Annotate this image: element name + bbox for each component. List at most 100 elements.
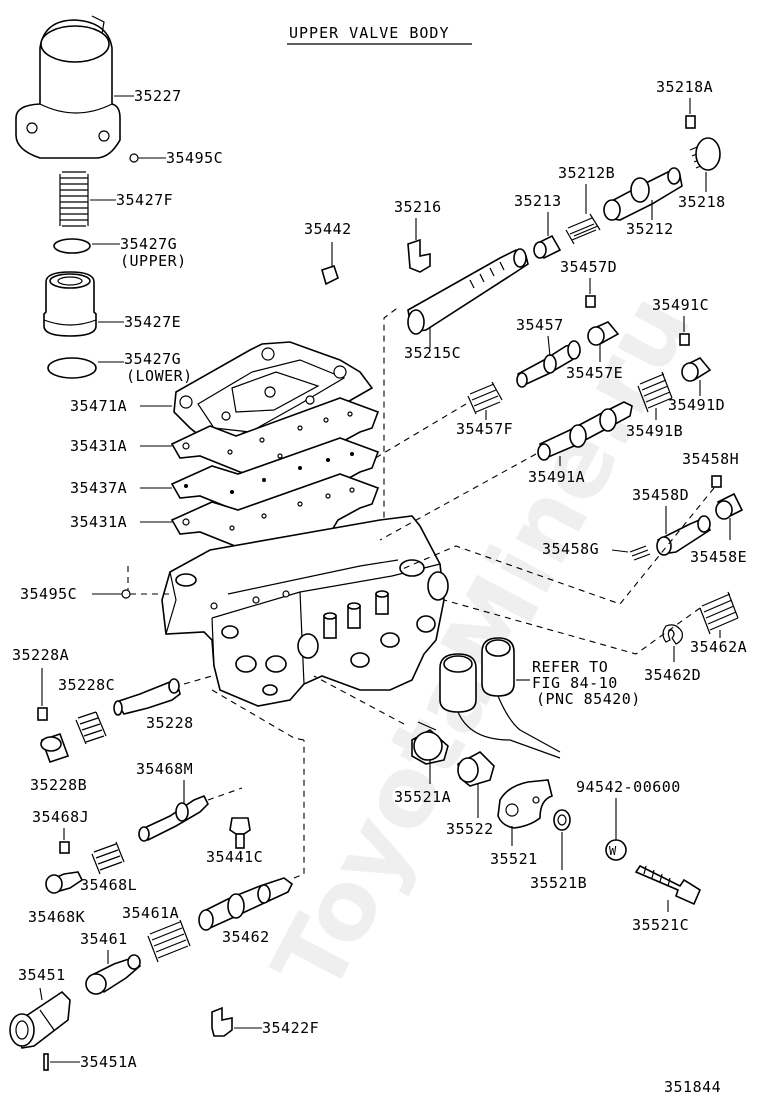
label-35458h: 35458H bbox=[682, 450, 739, 468]
part-35431a-plate-2-drawing bbox=[170, 473, 380, 553]
part-35228b-drawing bbox=[40, 732, 70, 764]
part-35458h-drawing bbox=[711, 475, 722, 488]
label-35228: 35228 bbox=[146, 714, 194, 732]
label-35462a: 35462A bbox=[690, 638, 747, 656]
label-35522: 35522 bbox=[446, 820, 494, 838]
label-35462d: 35462D bbox=[644, 666, 701, 684]
label-35437a: 35437A bbox=[70, 479, 127, 497]
label-35212: 35212 bbox=[626, 220, 674, 238]
label-35427g-lower-note: (LOWER) bbox=[126, 367, 193, 385]
part-35458e-drawing bbox=[715, 492, 744, 520]
part-35458g-spring-drawing bbox=[629, 545, 651, 561]
part-35468j-drawing bbox=[59, 841, 70, 854]
guide-line-457f bbox=[371, 403, 467, 461]
label-35471a: 35471A bbox=[70, 397, 127, 415]
part-35228a-drawing bbox=[37, 707, 48, 721]
label-35451: 35451 bbox=[18, 966, 66, 984]
part-35451-sleeve-drawing bbox=[9, 990, 71, 1049]
part-35427g-upper-drawing bbox=[53, 238, 91, 254]
part-35462-valve-drawing bbox=[198, 877, 294, 931]
label-35491c: 35491C bbox=[652, 296, 709, 314]
guide-line-462a bbox=[443, 599, 701, 655]
label-35427f: 35427F bbox=[116, 191, 173, 209]
label-35427g-upper-note: (UPPER) bbox=[120, 252, 187, 270]
refer-note-line-1: REFER TO bbox=[532, 658, 608, 676]
label-35213: 35213 bbox=[514, 192, 562, 210]
part-35491d-drawing bbox=[681, 357, 712, 382]
label-35457f: 35457F bbox=[456, 420, 513, 438]
label-35468k: 35468K bbox=[28, 908, 85, 926]
label-35468j: 35468J bbox=[32, 808, 89, 826]
part-35521-cam-drawing bbox=[497, 779, 553, 829]
part-35458d-drawing bbox=[656, 515, 712, 556]
label-35431a-2: 35431A bbox=[70, 513, 127, 531]
part-35218-spring-drawing bbox=[689, 137, 721, 171]
label-35468l: 35468L bbox=[80, 876, 137, 894]
guide-line-468m bbox=[207, 689, 305, 801]
part-35461a-spring-drawing bbox=[147, 919, 191, 963]
label-35422f: 35422F bbox=[262, 1019, 319, 1037]
leader-35458g bbox=[611, 549, 629, 553]
part-35427e-drawing bbox=[43, 271, 97, 337]
guide-line-228 bbox=[183, 675, 213, 685]
label-35521c: 35521C bbox=[632, 916, 689, 934]
label-35521: 35521 bbox=[490, 850, 538, 868]
part-35495c-mid-drawing bbox=[121, 589, 131, 599]
part-35228-valve-drawing bbox=[113, 678, 181, 716]
label-35427g-upper: 35427G bbox=[120, 235, 177, 253]
label-35427g-lower: 35427G bbox=[124, 350, 181, 368]
label-35458g: 35458G bbox=[542, 540, 599, 558]
label-35521a: 35521A bbox=[394, 788, 451, 806]
part-35522-drawing bbox=[457, 751, 495, 787]
label-35218a: 35218A bbox=[656, 78, 713, 96]
label-35427e: 35427E bbox=[124, 313, 181, 331]
label-35451a: 35451A bbox=[80, 1053, 137, 1071]
label-35228a: 35228A bbox=[12, 646, 69, 664]
label-35442: 35442 bbox=[304, 220, 352, 238]
part-35457f-spring-drawing bbox=[467, 381, 503, 415]
part-35427g-lower-drawing bbox=[47, 357, 97, 379]
part-solenoid-refer-drawing bbox=[439, 637, 561, 759]
part-35451a-pin-drawing bbox=[43, 1053, 49, 1071]
guide-line-458 bbox=[399, 487, 715, 605]
part-94542-washer-drawing bbox=[605, 839, 627, 861]
washer-mark: W bbox=[609, 844, 617, 858]
refer-note-line-3: (PNC 85420) bbox=[536, 690, 641, 708]
label-35457: 35457 bbox=[516, 316, 564, 334]
label-35461: 35461 bbox=[80, 930, 128, 948]
label-35458e: 35458E bbox=[690, 548, 747, 566]
part-35457e-drawing bbox=[587, 321, 620, 346]
label-35216: 35216 bbox=[394, 198, 442, 216]
leader-35451 bbox=[39, 987, 43, 1001]
label-35491d: 35491D bbox=[668, 396, 725, 414]
part-35468m-valve-drawing bbox=[138, 794, 209, 842]
label-35441c: 35441C bbox=[206, 848, 263, 866]
part-35491b-spring-drawing bbox=[637, 371, 673, 413]
part-upper-valve-body-drawing bbox=[161, 515, 449, 707]
label-35495c-top: 35495C bbox=[166, 149, 223, 167]
part-35462d-clip-drawing bbox=[662, 624, 683, 645]
part-35468k-drawing bbox=[45, 871, 84, 894]
guide-line-462 bbox=[293, 740, 305, 879]
label-94542-00600: 94542-00600 bbox=[576, 778, 681, 796]
part-35228c-spring-drawing bbox=[75, 711, 107, 745]
part-35215c-valve-drawing bbox=[407, 248, 529, 335]
part-35491c-drawing bbox=[679, 333, 690, 346]
figure-number: 351844 bbox=[664, 1078, 721, 1096]
label-35228c: 35228C bbox=[58, 676, 115, 694]
label-35227: 35227 bbox=[134, 87, 182, 105]
part-35495c-top-drawing bbox=[129, 153, 139, 163]
part-35457d-drawing bbox=[585, 295, 596, 308]
guide-line-495c bbox=[127, 566, 172, 595]
part-35212-valve-drawing bbox=[603, 167, 683, 221]
part-35422f-clip-drawing bbox=[211, 1006, 233, 1037]
refer-note-line-2: FIG 84-10 bbox=[532, 674, 618, 692]
part-35442-drawing bbox=[321, 264, 339, 286]
part-35457-valve-drawing bbox=[516, 340, 581, 388]
part-35462a-spring-drawing bbox=[699, 591, 739, 635]
label-35521b: 35521B bbox=[530, 874, 587, 892]
label-35215c: 35215C bbox=[404, 344, 461, 362]
label-35491a: 35491A bbox=[528, 468, 585, 486]
part-35461-drawing bbox=[85, 954, 142, 995]
label-35462: 35462 bbox=[222, 928, 270, 946]
